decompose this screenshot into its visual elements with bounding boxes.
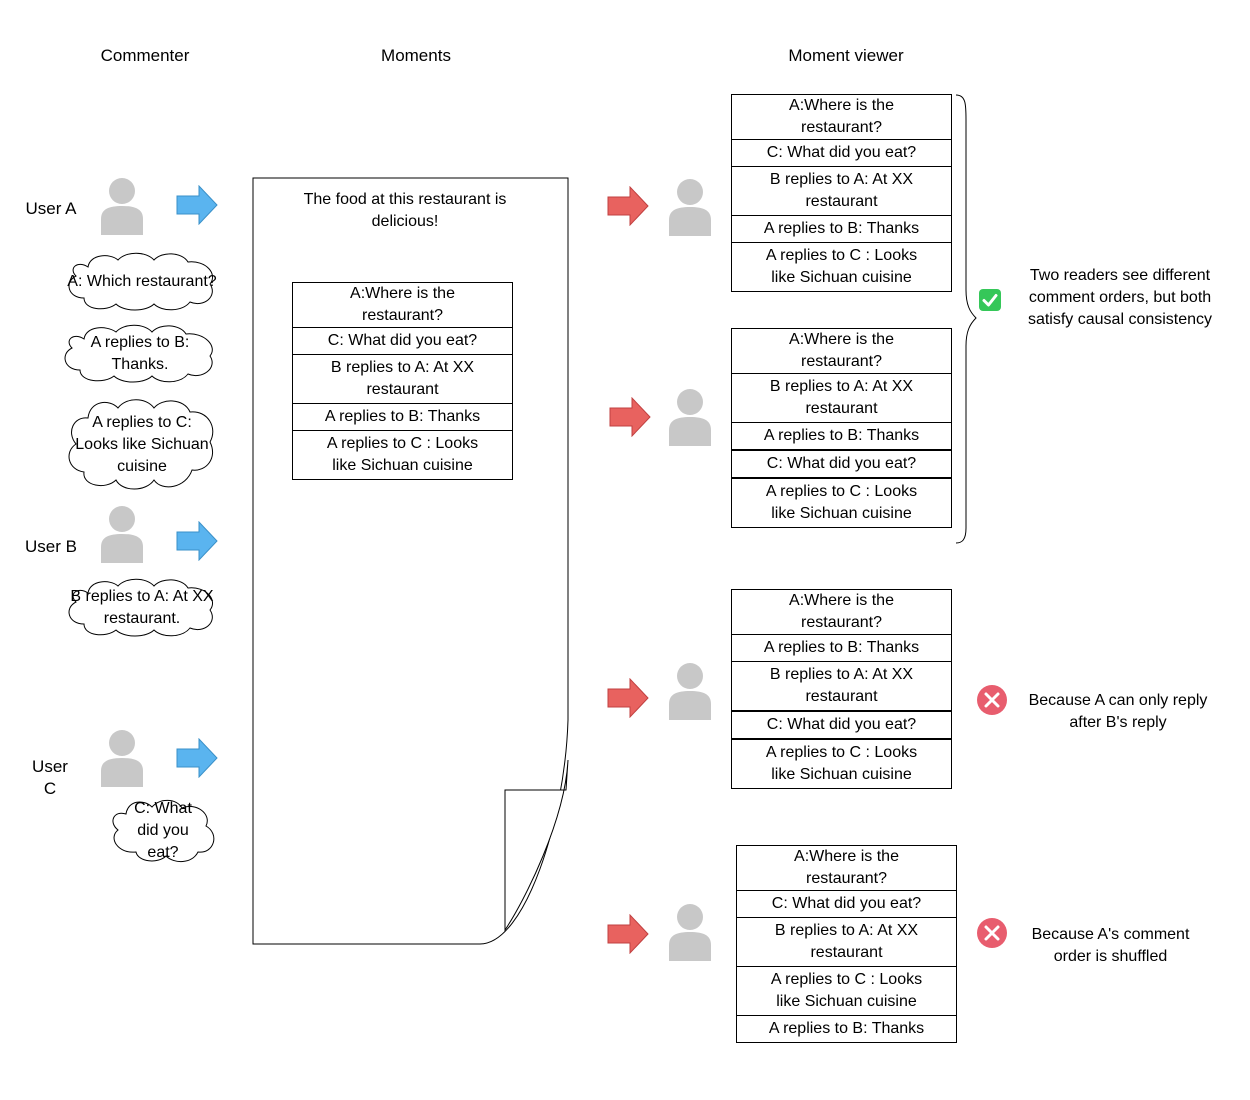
user-b-label: User B bbox=[25, 537, 77, 556]
list-item: A:Where is the restaurant? bbox=[293, 283, 512, 328]
consistency-note: Two readers see different comment orders… bbox=[1027, 267, 1213, 328]
arrow-right-icon bbox=[607, 678, 649, 718]
list-item: A:Where is the restaurant? bbox=[732, 590, 951, 635]
grouping-brace bbox=[955, 94, 977, 544]
reply-order-note: Because A can only reply after B's reply bbox=[1028, 692, 1208, 731]
arrow-right-icon bbox=[176, 738, 218, 778]
list-item: A replies to B: Thanks bbox=[293, 404, 512, 431]
arrow-right-icon bbox=[176, 185, 218, 225]
list-item: C: What did you eat? bbox=[737, 891, 956, 918]
person-icon bbox=[669, 389, 711, 446]
list-item: B replies to A: At XX restaurant bbox=[732, 374, 951, 423]
list-item: A replies to C : Looks like Sichuan cuis… bbox=[765, 247, 918, 286]
viewer-2-comment-list: A:Where is the restaurant? B replies to … bbox=[731, 328, 952, 528]
comment-cloud: B replies to A: At XX restaurant. bbox=[66, 578, 218, 638]
comment-cloud: A replies to B: Thanks. bbox=[62, 324, 218, 384]
arrow-right-icon bbox=[609, 397, 651, 437]
list-item: B replies to A: At XX restaurant bbox=[732, 662, 951, 711]
list-item: C: What did you eat? bbox=[732, 450, 951, 478]
list-item: A replies to B: Thanks bbox=[732, 216, 951, 243]
list-item: A replies to C : Looks like Sichuan cuis… bbox=[326, 435, 479, 474]
viewer-4-comment-list: A:Where is the restaurant? C: What did y… bbox=[736, 845, 957, 1043]
comment-cloud: C: What did you eat? bbox=[108, 798, 218, 864]
list-item: B replies to A: At XX restaurant bbox=[732, 167, 951, 216]
viewer-3-comment-list: A:Where is the restaurant? A replies to … bbox=[731, 589, 952, 789]
list-item: B replies to A: At XX restaurant bbox=[293, 355, 512, 404]
viewer-header: Moment viewer bbox=[788, 46, 904, 65]
list-item: A replies to C : Looks like Sichuan cuis… bbox=[737, 967, 956, 1016]
user-c-label: User C bbox=[32, 757, 68, 798]
person-icon bbox=[669, 179, 711, 236]
list-item: B replies to A: At XX restaurant bbox=[737, 918, 956, 967]
list-item: A replies to B: Thanks bbox=[732, 635, 951, 662]
moments-header: Moments bbox=[381, 46, 451, 65]
cross-icon bbox=[977, 685, 1007, 715]
arrow-right-icon bbox=[607, 186, 649, 226]
person-icon bbox=[669, 904, 711, 961]
list-item: A replies to B: Thanks bbox=[768, 1020, 925, 1037]
cross-icon bbox=[977, 918, 1007, 948]
comment-cloud: A: Which restaurant? bbox=[66, 252, 218, 312]
check-mark-icon bbox=[979, 289, 1001, 311]
post-text: The food at this restaurant is delicious… bbox=[303, 191, 507, 230]
shuffled-note: Because A's comment order is shuffled bbox=[1031, 926, 1190, 965]
arrow-right-icon bbox=[176, 521, 218, 561]
post-comment-list: A:Where is the restaurant? C: What did y… bbox=[292, 282, 513, 480]
list-item: A replies to B: Thanks bbox=[732, 423, 951, 450]
list-item: C: What did you eat? bbox=[732, 711, 951, 739]
viewer-1-comment-list: A:Where is the restaurant? C: What did y… bbox=[731, 94, 952, 292]
list-item: A replies to C : Looks like Sichuan cuis… bbox=[732, 478, 951, 527]
person-icon bbox=[101, 178, 143, 235]
comment-cloud: A replies to C: Looks like Sichuan cuisi… bbox=[66, 398, 218, 492]
list-item: A:Where is the restaurant? bbox=[732, 95, 951, 140]
page-curl bbox=[504, 759, 569, 932]
person-icon bbox=[101, 506, 143, 563]
commenter-header: Commenter bbox=[100, 46, 190, 65]
list-item: C: What did you eat? bbox=[732, 140, 951, 167]
arrow-right-icon bbox=[607, 914, 649, 954]
user-a-label: User A bbox=[25, 199, 77, 218]
list-item: A replies to C : Looks like Sichuan cuis… bbox=[732, 739, 951, 788]
list-item: C: What did you eat? bbox=[293, 328, 512, 355]
list-item: A:Where is the restaurant? bbox=[737, 846, 956, 891]
list-item: A:Where is the restaurant? bbox=[732, 329, 951, 374]
person-icon bbox=[101, 730, 143, 787]
person-icon bbox=[669, 663, 711, 720]
